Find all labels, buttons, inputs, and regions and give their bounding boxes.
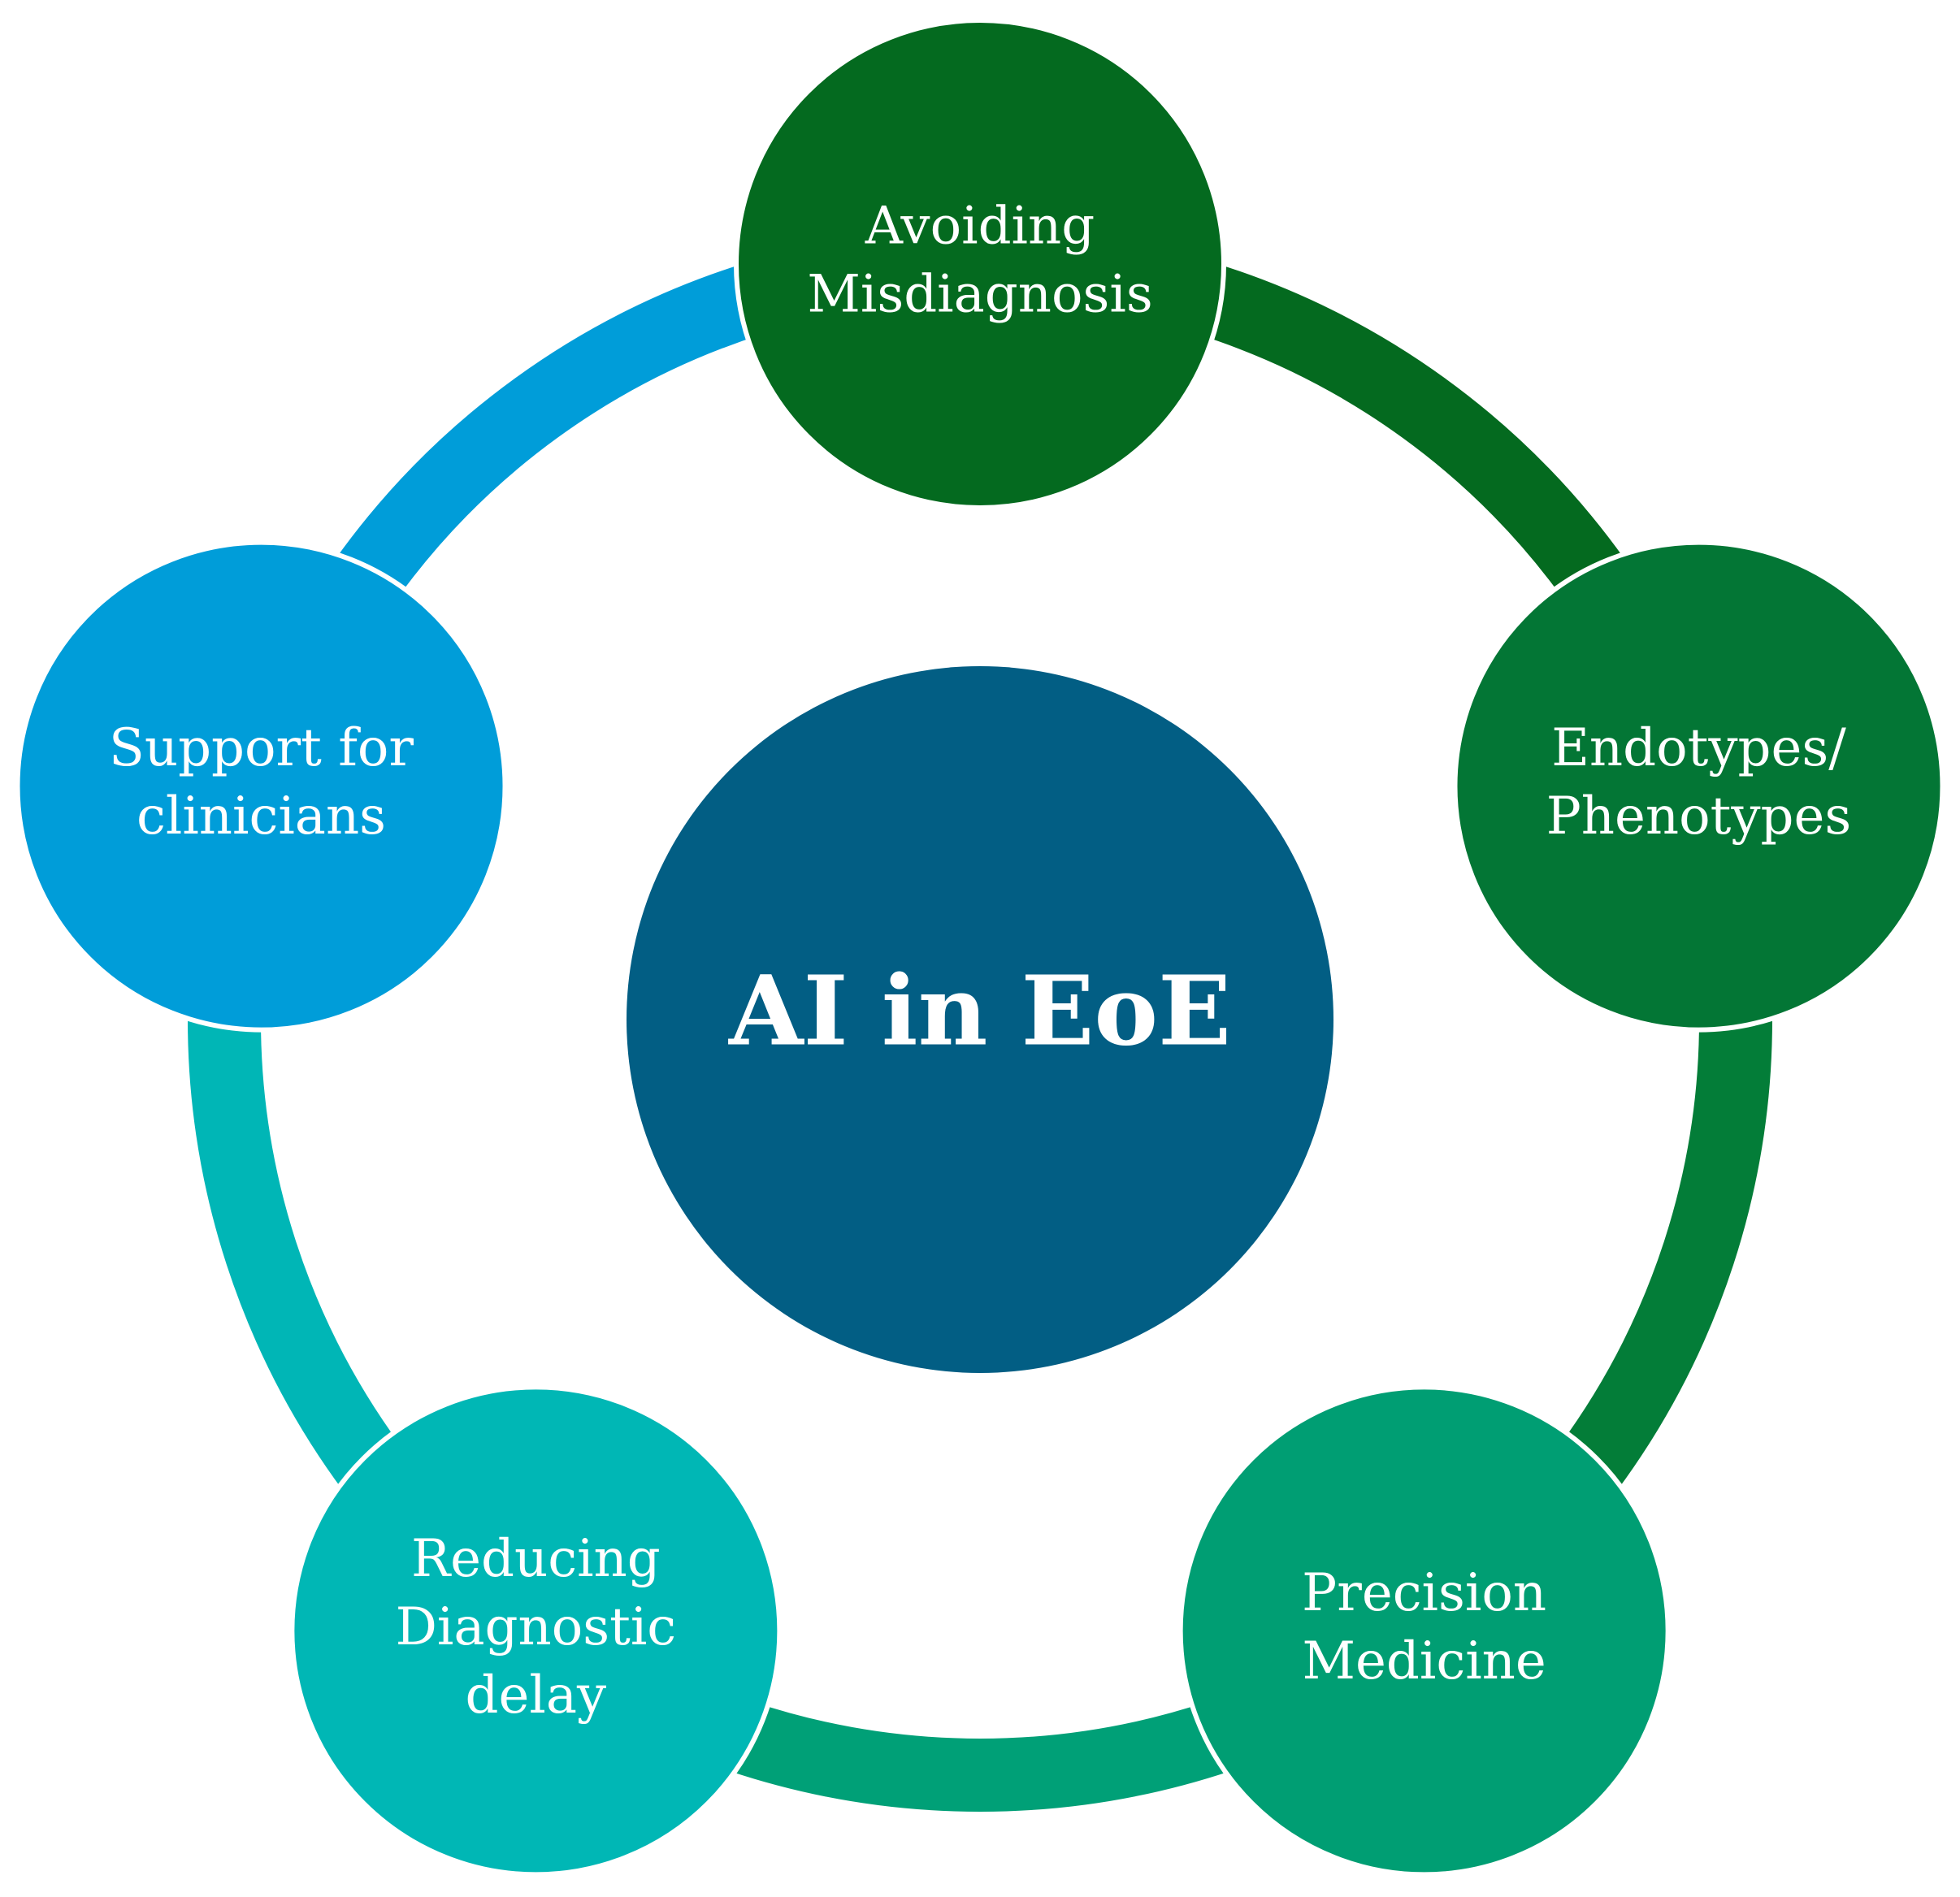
node-circle-support-for-clinicians [15,539,508,1033]
node-support-for-clinicians: Support for clinicians [15,539,508,1033]
node-label-precision-medicine-line-1: Precision [1302,1563,1546,1623]
outer-nodes: AvoidingMisdiagnosisEndotypes/Phenotypes… [15,18,1945,1878]
node-label-reducing-diagnostic-delay-line-2: Diagnostic [396,1597,677,1657]
node-label-endotypes-phenotypes-line-2: Phenotypes [1546,786,1851,847]
node-circle-avoiding-misdiagnosis [734,18,1226,510]
node-label-reducing-diagnostic-delay-line-1: Reducing [411,1529,661,1589]
node-endotypes-phenotypes: Endotypes/Phenotypes [1452,539,1945,1033]
node-label-endotypes-phenotypes-line-1: Endotypes/ [1551,718,1846,778]
node-label-avoiding-misdiagnosis-line-2: Misdiagnosis [807,265,1152,325]
node-label-reducing-diagnostic-delay-line-3: delay [466,1665,607,1726]
node-label-support-for-clinicians-line-1: Support for [109,718,414,778]
node-circle-reducing-diagnostic-delay [289,1384,783,1878]
node-circle-precision-medicine [1177,1384,1671,1878]
node-label-precision-medicine-line-2: Medicine [1303,1631,1546,1691]
center-label: AI in EoE [728,955,1231,1068]
node-label-avoiding-misdiagnosis-line-1: Avoiding [865,197,1095,257]
node-label-support-for-clinicians-line-2: clinicians [137,786,386,847]
node-circle-endotypes-phenotypes [1452,539,1945,1033]
center-circle [627,666,1333,1373]
